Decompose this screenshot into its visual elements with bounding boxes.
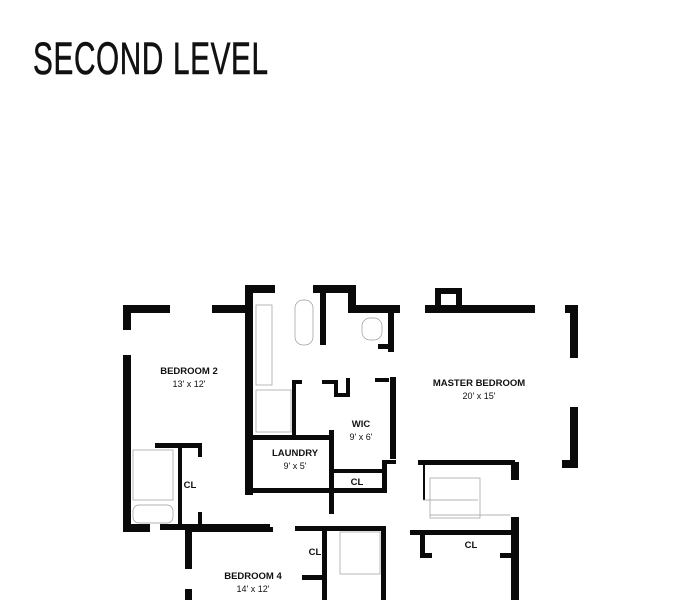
floor-plan-title: SECOND LEVEL	[33, 33, 269, 85]
room-name-wic: WIC	[352, 419, 371, 430]
room-name-laundry: LAUNDRY	[272, 448, 319, 459]
room-name-bedroom-4: BEDROOM 4	[224, 571, 282, 582]
room-name-master-bedroom: MASTER BEDROOM	[433, 378, 525, 389]
closet-label: CL	[309, 547, 322, 558]
room-size-master-bedroom: 20' x 15'	[463, 391, 496, 401]
closet-label: CL	[351, 477, 364, 488]
room-size-bedroom-2: 13' x 12'	[173, 379, 206, 389]
closet-label: CL	[465, 540, 478, 551]
room-labels: BEDROOM 2 13' x 12' MASTER BEDROOM 20' x…	[160, 366, 525, 594]
closet-label: CL	[184, 480, 197, 491]
walls	[123, 285, 578, 600]
room-name-bedroom-2: BEDROOM 2	[160, 366, 218, 377]
room-size-wic: 9' x 6'	[350, 432, 373, 442]
room-size-bedroom-4: 14' x 12'	[237, 584, 270, 594]
room-size-laundry: 9' x 5'	[284, 461, 307, 471]
